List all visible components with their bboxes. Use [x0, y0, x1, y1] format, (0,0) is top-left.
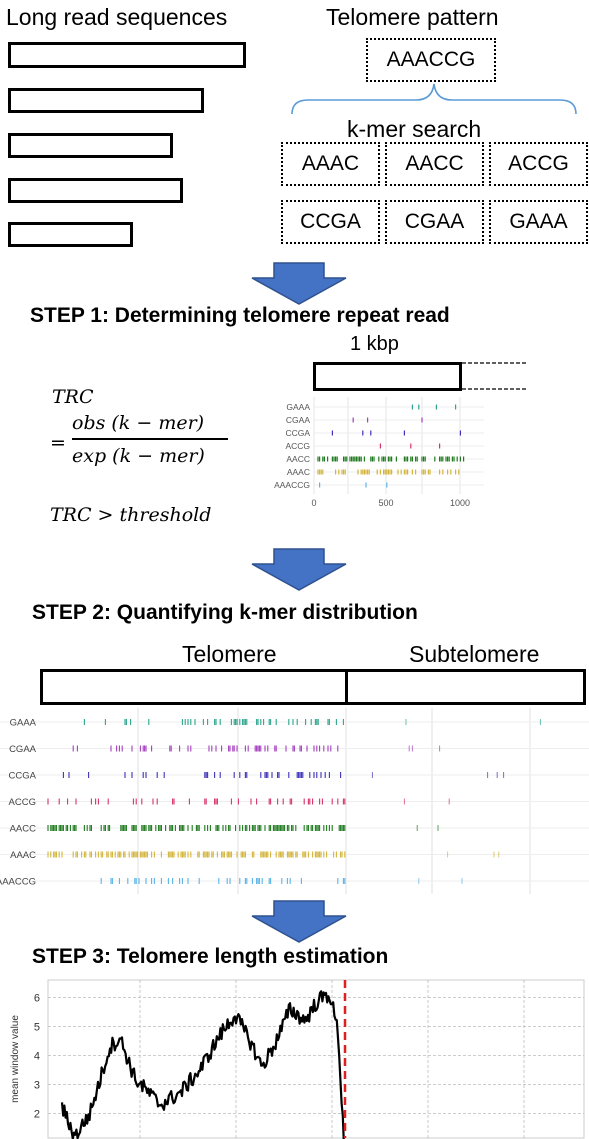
kmer-row-label: ACCG	[9, 797, 36, 808]
kmer-row-label: GAAA	[10, 718, 37, 729]
window-box	[313, 362, 462, 391]
kmer-row-label: CCGA	[9, 771, 37, 782]
read-bar-5	[8, 222, 133, 247]
kmer-box-ccga: CCGA	[281, 200, 380, 244]
formula-fraction-bar	[72, 438, 228, 440]
kmer-box-accg: ACCG	[489, 142, 588, 186]
step3-length-plot: 2 3 4 5 6 mean window value	[10, 979, 585, 1139]
y-tick-label: 4	[34, 1050, 40, 1062]
telomere-label: Telomere	[182, 641, 277, 667]
kmer-row-label: GAAA	[286, 402, 310, 412]
kmer-box-aaac: AAAC	[281, 142, 380, 186]
kmer-brace	[291, 83, 577, 115]
window-dashes	[462, 362, 528, 390]
y-axis-label: mean window value	[10, 1015, 21, 1103]
x-tick-label: 500	[378, 498, 393, 508]
step2-kmer-plot: GAAA CGAA CCGA ACCG AACC AAAC AAACCG	[0, 708, 589, 894]
kmer-row-label: ACCG	[285, 441, 310, 451]
read-bar-1	[8, 42, 246, 68]
down-arrow-icon	[251, 262, 347, 305]
pattern-box: AAACCG	[366, 38, 496, 82]
kmer-row-label: CCGA	[285, 428, 310, 438]
y-tick-label: 2	[34, 1108, 40, 1120]
kmer-box-gaaa: GAAA	[489, 200, 588, 244]
mean-window-line	[60, 990, 345, 1139]
formula-eq: =	[50, 432, 66, 454]
read-bar-3	[8, 133, 173, 158]
read-telomere-segment	[40, 669, 348, 705]
kmer-row-label: AAAC	[10, 850, 36, 861]
formula-condition: TRC > threshold	[50, 504, 212, 526]
kmer-label: k-mer search	[347, 116, 482, 142]
down-arrow-icon	[251, 548, 347, 591]
window-label: 1 kbp	[350, 333, 399, 355]
step1-title: STEP 1: Determining telomere repeat read	[30, 304, 450, 327]
reads-label: Long read sequences	[6, 4, 228, 30]
pattern-label: Telomere pattern	[326, 4, 499, 30]
x-tick-label: 1000	[450, 498, 470, 508]
y-tick-label: 5	[34, 1021, 40, 1033]
read-subtelomere-segment	[345, 669, 586, 705]
y-tick-label: 6	[34, 992, 40, 1004]
kmer-row-label: AAAC	[287, 467, 310, 477]
kmer-row-label: AAACCG	[274, 480, 310, 490]
read-bar-2	[8, 88, 204, 113]
kmer-row-label: CGAA	[286, 415, 310, 425]
kmer-box-cgaa: CGAA	[385, 200, 484, 244]
kmer-row-label: AAACCG	[0, 877, 36, 888]
read-bar-4	[8, 178, 183, 203]
kmer-row-label: AACC	[286, 454, 310, 464]
kmer-row-label: CGAA	[9, 744, 37, 755]
kmer-row-label: AACC	[10, 824, 37, 835]
formula-den: exp (k − mer)	[72, 445, 205, 467]
subtelomere-label: Subtelomere	[409, 641, 540, 667]
step3-title: STEP 3: Telomere length estimation	[32, 945, 389, 968]
kmer-box-aacc: AACC	[385, 142, 484, 186]
step2-title: STEP 2: Quantifying k-mer distribution	[32, 601, 418, 624]
down-arrow-icon	[251, 900, 347, 943]
y-tick-label: 3	[34, 1079, 40, 1091]
formula-lhs: TRC	[52, 386, 94, 408]
formula-num: obs (k − mer)	[72, 412, 205, 434]
x-tick-label: 0	[311, 498, 316, 508]
